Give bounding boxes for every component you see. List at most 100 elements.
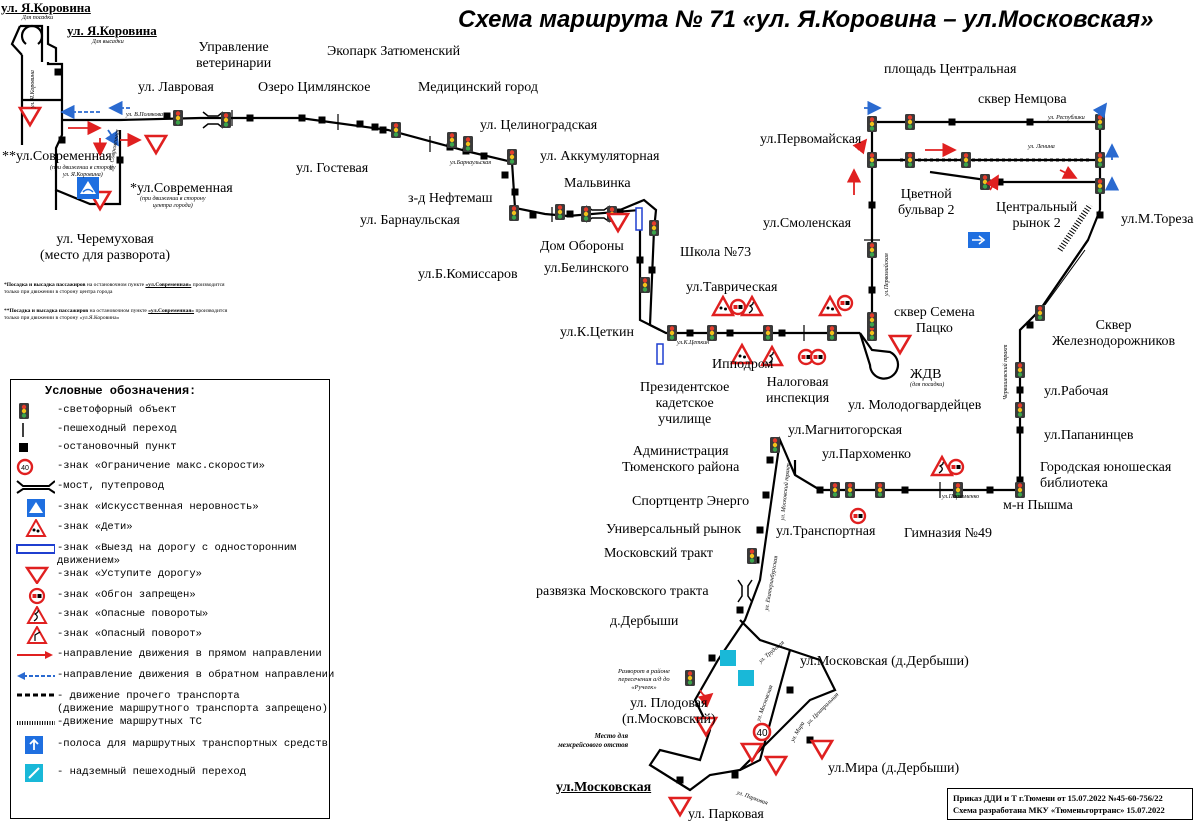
stop-label-pl-centralnaya: площадь Центральная	[884, 62, 1017, 77]
street-chervishevskiy: Червишевский тракт	[1003, 344, 1009, 400]
stop-sublabel-sovremennaya-1: (при движении в сторону центра города)	[140, 196, 206, 209]
legend-item-curves: -знак «Опасные повороты»	[15, 606, 327, 624]
stop-label-prez-uchilische: Президентское кадетское училище	[640, 380, 730, 427]
street-barnaulskaya: ул.Барнаульская	[450, 160, 492, 166]
street-k-tsetkin: ул.К.Цеткин	[677, 340, 710, 346]
legend-item-bus-lane: -полоса для маршрутных транспортных сред…	[15, 736, 328, 754]
stop-label-tavricheskaya: ул.Таврическая	[686, 280, 778, 295]
legend-yield-icon	[24, 566, 50, 584]
legend-item-label: -знак «Опасные повороты»	[57, 608, 209, 620]
legend-bus-lane-icon	[25, 736, 43, 754]
stop-label-razvyazka: развязка Московского тракта	[536, 584, 709, 599]
legend-item-label: -движение маршрутных ТС	[57, 716, 202, 728]
legend-item-label: -знак «Ограничение макс.скорости»	[57, 460, 265, 472]
note-sovremennaya-1: *Посадка и высадка пассажиров на останов…	[4, 282, 225, 295]
legend-item-bridge: -мост, путепровод	[15, 478, 327, 496]
legend-title: Условные обозначения:	[45, 384, 197, 398]
street-pervomayskaya: ул.Первомайская	[884, 253, 890, 296]
legend-item-no-overtake: -знак «Обгон запрещен»	[15, 587, 327, 605]
legend-item-backward: -направление движения в обратном направл…	[15, 667, 334, 685]
stop-label-zhdv: ЖДВ	[910, 367, 942, 382]
street-respubliki: ул. Республики	[1048, 115, 1085, 121]
stop-label-barnaulskaya: ул. Барнаульская	[360, 213, 460, 228]
legend-item-label: - движение прочего транспорта (движение …	[57, 690, 328, 715]
legend-item-dashed: - движение прочего транспорта (движение …	[15, 688, 328, 715]
stop-label-belinskogo: ул.Белинского	[544, 261, 629, 276]
stop-label-ekopark: Экопарк Затюменский	[327, 44, 461, 59]
legend-item-bump: -знак «Искусственная неровность»	[15, 499, 327, 517]
legend-item-curve: -знак «Опасный поворот»	[15, 626, 327, 644]
legend-backward-icon	[17, 672, 55, 680]
legend-no-overtake-icon	[28, 587, 46, 605]
legend-item-traffic-light: -светофорный объект	[15, 402, 327, 420]
legend-item-stop: -остановочный пункт	[15, 439, 327, 457]
order-box: Приказ ДДИ и Т г.Тюмени от 15.07.2022 №4…	[947, 788, 1193, 820]
crossings	[231, 110, 941, 498]
legend-item-label: -знак «Опасный поворот»	[57, 628, 202, 640]
dashed-segments	[900, 158, 1093, 306]
stop-label-ya-korovina-top: ул. Я.Коровина	[1, 0, 91, 15]
legend-item-label: -полоса для маршрутных транспортных сред…	[57, 738, 328, 750]
legend-item-children: -знак «Дети»	[15, 519, 327, 537]
stop-label-derbyshi: д.Дербыши	[610, 614, 679, 629]
stop-label-gostevaya: ул. Гостевая	[296, 161, 369, 176]
stop-label-nalogovaya: Налоговая инспекция	[766, 375, 830, 406]
stop-label-ippodrom: Ипподром	[712, 357, 774, 372]
stop-label-dom-oborony: Дом Обороны	[540, 239, 624, 254]
legend-bump-icon	[27, 499, 45, 517]
legend-item-label: -знак «Дети»	[57, 521, 133, 533]
stop-label-gimnaziya49: Гимназия №49	[904, 526, 992, 541]
order-line-2: Схема разработана МКУ «Тюменьгортранс» 1…	[953, 805, 1165, 815]
stop-label-mn-pyshma: м-н Пышма	[1003, 498, 1073, 513]
street-ya-korovina: ул. Я.Коровина	[30, 70, 36, 108]
legend-item-crossing: -пешеходный переход	[15, 421, 327, 439]
legend-item-oneway: -знак «Выезд на дорогу с односторонним д…	[15, 540, 327, 567]
legend-route-icon	[17, 721, 55, 725]
stop-label-ya-korovina: ул. Я.Коровина	[67, 23, 157, 38]
legend-item-label: -остановочный пункт	[57, 441, 177, 453]
razvorot-note: Разворот в районе пересечения а/д до «Ру…	[618, 668, 670, 691]
stop-label-univ-rynok: Универсальный рынок	[606, 522, 742, 537]
legend-item-overpass: - надземный пешеходный переход	[15, 764, 327, 782]
stop-label-skver-pattsko: сквер Семена Пацко	[894, 305, 975, 336]
stop-label-rabochaya: ул.Рабочая	[1044, 384, 1109, 399]
stop-label-m-toreza: ул.М.Тореза	[1121, 212, 1194, 227]
stop-label-ozero: Озеро Цимлянское	[258, 80, 371, 95]
stop-label-akkumulyatornaya: ул. Аккумуляторная	[540, 149, 660, 164]
stop-label-b-komissarov: ул.Б.Комиссаров	[418, 267, 518, 282]
stop-label-tsvetnoy: Цветной бульвар 2	[898, 187, 955, 218]
stop-label-mira-derb: ул.Мира (д.Дербыши)	[828, 761, 960, 776]
stop-label-skver-nemtsova: сквер Немцова	[978, 92, 1067, 107]
stop-label-shkola73: Школа №73	[680, 245, 752, 260]
stop-label-parkhomenko: ул.Пархоменко	[822, 447, 912, 462]
stop-label-papanintsev: ул.Папанинцев	[1044, 428, 1134, 443]
legend-item-speed: 40-знак «Ограничение макс.скорости»	[15, 458, 327, 476]
stop-label-neftemash: з-д Нефтемаш	[408, 191, 493, 206]
legend-traffic-light-icon	[19, 403, 29, 419]
stop-sublabel-sovremennaya-2: (при движении в сторону ул. Я.Коровина)	[50, 165, 116, 178]
legend-item-label: - надземный пешеходный переход	[57, 766, 247, 778]
stop-label-k-tsetkin: ул.К.Цеткин	[560, 325, 634, 340]
map-title: Схема маршрута № 71 «ул. Я.Коровина – ул…	[458, 6, 1154, 33]
stop-label-parkovaya: ул. Парковая	[688, 807, 764, 822]
stop-label-skver-zheleznodor: Сквер Железнодорожников	[1052, 318, 1176, 349]
stop-label-moskovskaya-derb: ул.Московская (д.Дербыши)	[800, 654, 969, 669]
stop-label-sovremennaya-2: **ул.Современная	[2, 149, 112, 164]
legend-item-label: -направление движения в прямом направлен…	[57, 648, 322, 660]
stop-label-malvinka: Мальвинка	[564, 176, 631, 191]
street-parkhomenko: ул.Пархоменко	[942, 494, 980, 500]
note-sovremennaya-2: **Посадка и высадка пассажиров на остано…	[4, 308, 228, 321]
speed-sign-value: 40	[756, 728, 768, 739]
legend: Условные обозначения: -светофорный объек…	[10, 379, 334, 819]
stop-label-mosk-trakt: Московский тракт	[604, 546, 714, 561]
legend-crossing-icon	[22, 423, 24, 437]
legend-dashed-icon	[17, 693, 55, 697]
legend-overpass-icon	[25, 764, 43, 782]
legend-item-label: -светофорный объект	[57, 404, 177, 416]
stop-label-sportcentr: Спортцентр Энерго	[632, 494, 750, 509]
legend-item-label: -пешеходный переход	[57, 423, 177, 435]
stop-label-upr-vet: Управление ветеринарии	[196, 40, 272, 71]
stop-label-central-rynok: Центральный рынок 2	[996, 200, 1078, 231]
legend-item-label: -мост, путепровод	[57, 480, 165, 492]
